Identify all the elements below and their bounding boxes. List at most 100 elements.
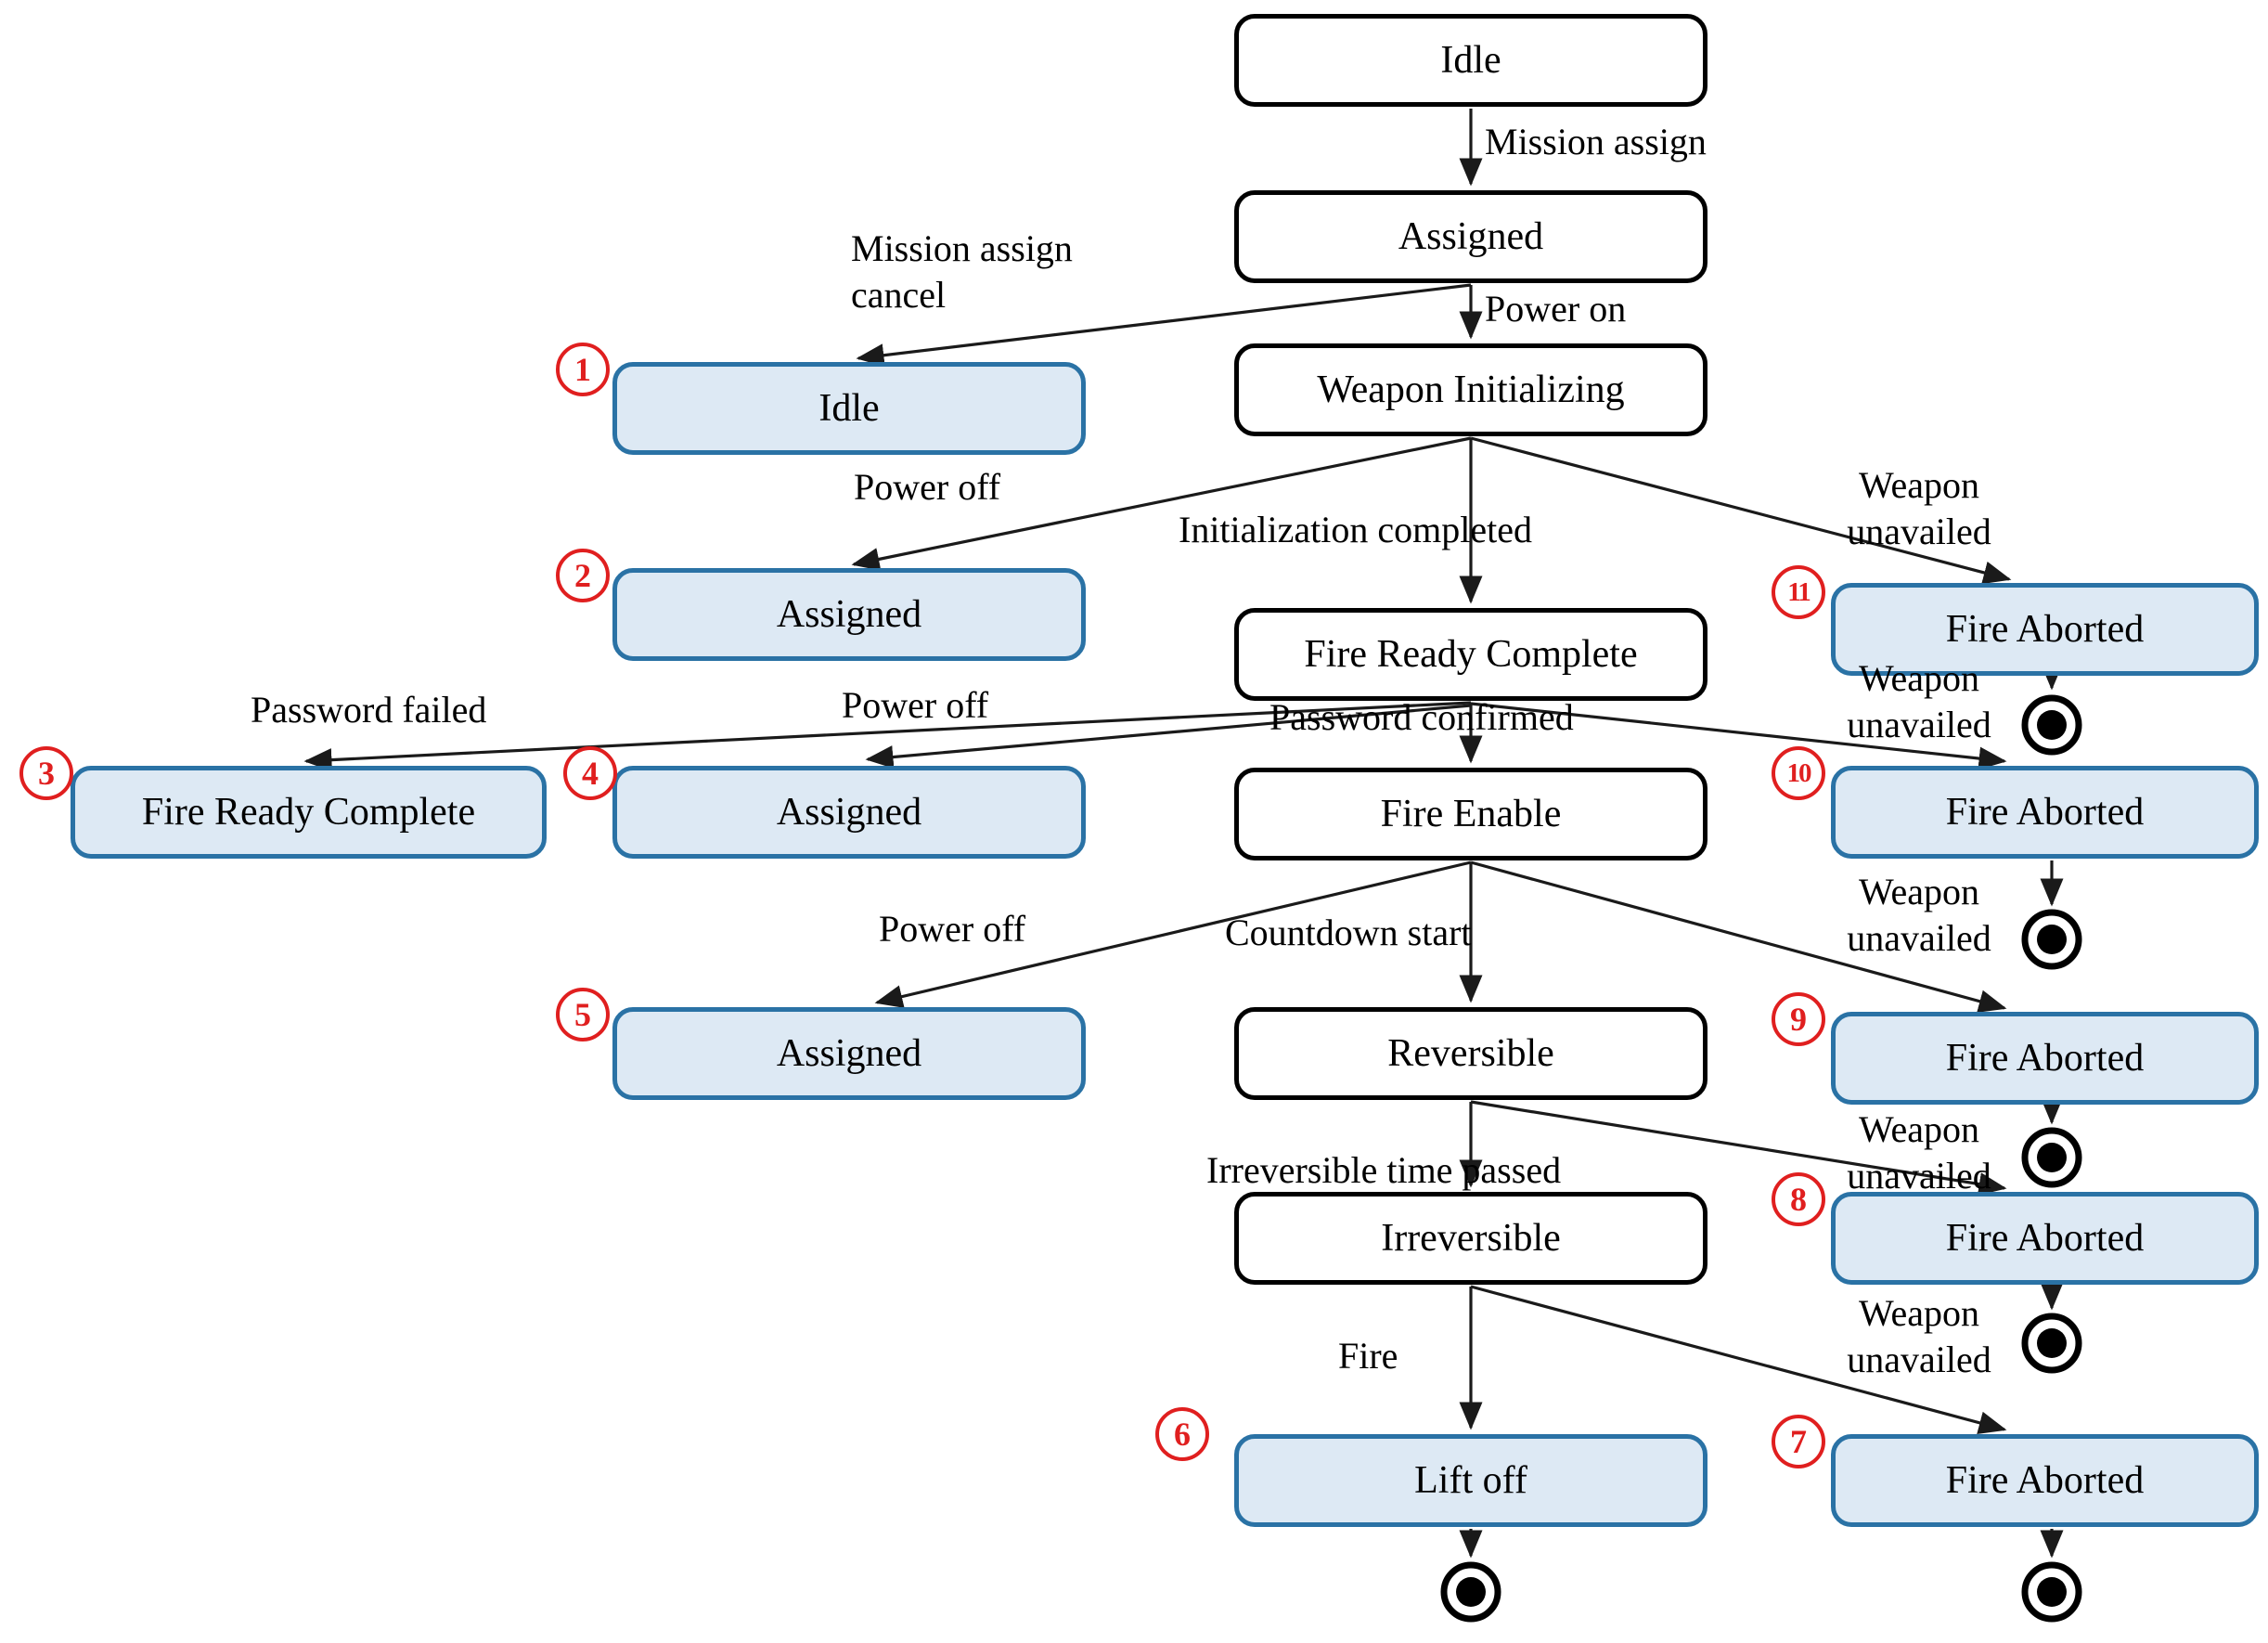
badge-3-circle: 3 <box>19 746 73 800</box>
transition-arrow-frc-to-aborted-10 <box>1470 702 2007 770</box>
state-label: Fire Enable <box>1380 792 1562 835</box>
edge-label-weapon-unavailed-10: Weapon unavailed <box>1847 655 1991 748</box>
edge-label-line: cancel <box>851 274 947 316</box>
state-label: Assigned <box>776 790 922 834</box>
edge-label-fire: Fire <box>1338 1333 1398 1379</box>
badge-4-circle: 4 <box>563 746 617 800</box>
badge-6-circle: 6 <box>1155 1407 1209 1461</box>
state-label: Assigned <box>776 1031 922 1075</box>
state-lift-off: Lift off <box>1234 1434 1707 1527</box>
badge-8-circle: 8 <box>1772 1172 1825 1226</box>
state-label: Fire Aborted <box>1945 790 2145 834</box>
state-fire-ready-complete-main: Fire Ready Complete <box>1234 608 1707 701</box>
state-label: Fire Aborted <box>1945 1216 2145 1260</box>
transition-arrow-wi-to-aborted-11 <box>1470 436 2012 585</box>
edge-label-line: Irreversible time passed <box>1206 1149 1562 1191</box>
state-assigned-4: Assigned <box>612 766 1086 859</box>
transition-arrow-irrev-to-aborted-7 <box>1470 1285 2007 1434</box>
edge-label-line: unavailed <box>1847 1155 1991 1197</box>
transition-arrow-fe-to-assigned-5 <box>874 860 1472 1008</box>
edge-label-mission-assign: Mission assign <box>1485 119 1707 165</box>
edge-label-power-off-4: Power off <box>842 682 988 729</box>
state-label: Reversible <box>1387 1031 1554 1075</box>
edge-label-irreversible-time-passed: Irreversible time passed <box>1206 1147 1561 1194</box>
final-state-icon-final-7 <box>2021 1561 2082 1623</box>
edge-label-mission-assign-cancel: Mission assign cancel <box>851 226 1073 318</box>
final-state-icon-final-liftoff <box>1440 1561 1501 1623</box>
edge-label-line: unavailed <box>1847 704 1991 745</box>
final-state-icon-final-8 <box>2021 1313 2082 1374</box>
badge-10-circle: 10 <box>1772 746 1825 800</box>
state-label: Weapon Initializing <box>1317 368 1625 411</box>
state-label: Assigned <box>1398 214 1544 258</box>
edge-label-password-confirmed: Password confirmed <box>1269 694 1574 741</box>
edge-label-line: Countdown start <box>1225 912 1472 953</box>
transition-arrow-frc-to-assigned-4 <box>865 704 1472 770</box>
state-label: Fire Aborted <box>1945 1036 2145 1080</box>
edge-label-weapon-unavailed-11: Weapon unavailed <box>1847 462 1991 555</box>
state-fire-aborted-10: Fire Aborted <box>1831 766 2259 859</box>
state-assigned-5: Assigned <box>612 1007 1086 1100</box>
state-label: Lift off <box>1414 1458 1527 1502</box>
edge-label-line: Power off <box>854 466 1001 508</box>
edge-label-line: Power off <box>842 684 989 726</box>
transition-arrow-rev-to-aborted-8 <box>1470 1100 2007 1196</box>
badge-9-circle: 9 <box>1772 992 1825 1046</box>
edge-label-line: Weapon <box>1858 657 1980 699</box>
edge-label-line: Initialization completed <box>1179 509 1532 550</box>
badge-5-circle: 5 <box>556 988 610 1041</box>
state-irreversible: Irreversible <box>1234 1192 1707 1285</box>
transition-arrow-wi-to-assigned-2 <box>851 436 1472 571</box>
edge-label-line: Password confirmed <box>1269 696 1574 738</box>
edge-label-line: Mission assign <box>851 227 1073 269</box>
edge-label-weapon-unavailed-8: Weapon unavailed <box>1847 1106 1991 1199</box>
badge-2-circle: 2 <box>556 549 610 602</box>
edge-label-line: Weapon <box>1858 1108 1980 1150</box>
edge-label-line: Weapon <box>1858 464 1980 506</box>
state-fire-enable: Fire Enable <box>1234 768 1707 860</box>
state-label: Fire Ready Complete <box>1304 632 1638 676</box>
edge-label-line: Weapon <box>1858 871 1980 912</box>
state-label: Fire Aborted <box>1945 607 2145 651</box>
edge-label-line: unavailed <box>1847 1339 1991 1380</box>
state-fire-aborted-11: Fire Aborted <box>1831 583 2259 676</box>
state-label: Idle <box>818 386 880 430</box>
state-assigned-2: Assigned <box>612 568 1086 661</box>
edge-label-line: Weapon <box>1858 1292 1980 1334</box>
transition-arrow-fe-to-aborted-9 <box>1470 860 2007 1013</box>
state-label: Fire Aborted <box>1945 1458 2145 1502</box>
edge-label-line: Mission assign <box>1485 121 1707 162</box>
badge-7-circle: 7 <box>1772 1415 1825 1468</box>
state-fire-ready-complete-3: Fire Ready Complete <box>71 766 547 859</box>
edge-label-password-failed: Password failed <box>251 687 486 733</box>
edge-label-weapon-unavailed-7: Weapon unavailed <box>1847 1290 1991 1383</box>
edge-label-weapon-unavailed-9: Weapon unavailed <box>1847 869 1991 962</box>
state-fire-aborted-8: Fire Aborted <box>1831 1192 2259 1285</box>
edge-label-initialization-completed: Initialization completed <box>1179 507 1532 553</box>
edge-label-line: Password failed <box>251 689 487 731</box>
edge-label-countdown-start: Countdown start <box>1225 910 1472 956</box>
state-idle-1: Idle <box>612 362 1086 455</box>
state-fire-aborted-9: Fire Aborted <box>1831 1012 2259 1105</box>
final-state-icon-final-10 <box>2021 909 2082 970</box>
transition-arrow-frc-to-frc-3 <box>303 701 1472 772</box>
final-state-icon-final-11 <box>2021 694 2082 756</box>
badge-1-circle: 1 <box>556 343 610 396</box>
edge-label-line: unavailed <box>1847 917 1991 959</box>
edge-label-line: Power off <box>879 908 1026 950</box>
state-reversible: Reversible <box>1234 1007 1707 1100</box>
state-label: Assigned <box>776 592 922 636</box>
badge-11-circle: 11 <box>1772 565 1825 619</box>
edge-label-power-on: Power on <box>1485 286 1626 332</box>
edge-label-line: Power on <box>1485 288 1627 330</box>
edge-label-line: unavailed <box>1847 511 1991 552</box>
transition-arrow-assigned-to-idle-1 <box>856 283 1472 368</box>
edge-label-power-off-5: Power off <box>879 906 1025 952</box>
state-assigned-main: Assigned <box>1234 190 1707 283</box>
state-idle-main: Idle <box>1234 14 1707 107</box>
state-label: Fire Ready Complete <box>141 790 476 834</box>
state-weapon-initializing: Weapon Initializing <box>1234 343 1707 436</box>
final-state-icon-final-9 <box>2021 1127 2082 1188</box>
